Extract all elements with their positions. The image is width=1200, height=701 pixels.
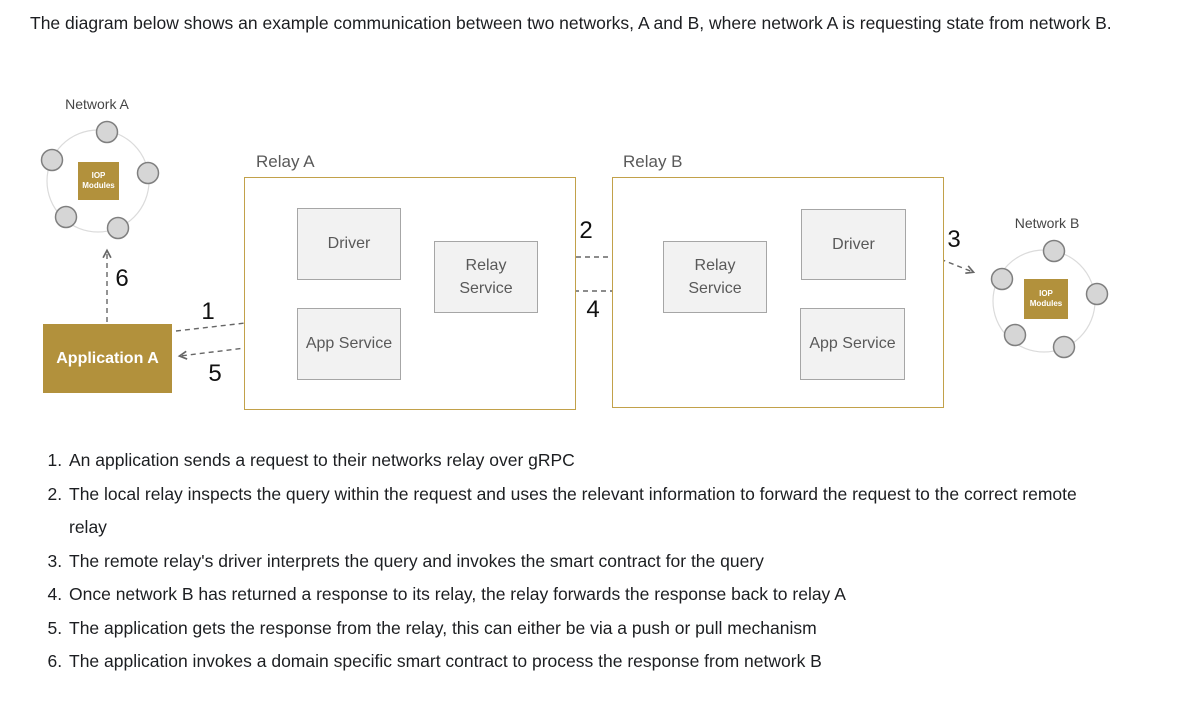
network-b-node — [1003, 323, 1027, 347]
flow-label-1: 1 — [201, 298, 215, 325]
flow-label-5: 5 — [208, 360, 222, 387]
relay-a-label: Relay A — [256, 152, 315, 171]
network-a-node — [40, 148, 64, 172]
relay-b-app-service-box: App Service — [800, 308, 905, 380]
network-a-node — [136, 161, 160, 185]
network-a-node — [54, 205, 78, 229]
network-b-iop-modules-box: IOP Modules — [1024, 279, 1068, 319]
step-4: Once network B has returned a response t… — [67, 578, 1085, 612]
relay-a-app-service-box: App Service — [297, 308, 401, 380]
network-b-label: Network B — [1014, 215, 1080, 231]
relay-b-label: Relay B — [623, 152, 683, 171]
flow-label-2: 2 — [579, 217, 593, 244]
step-6: The application invokes a domain specifi… — [67, 645, 1085, 679]
relay-a-relay-service-box: Relay Service — [434, 241, 538, 313]
flow-label-4: 4 — [586, 296, 600, 323]
network-b-node — [1085, 282, 1109, 306]
relay-b-driver-box: Driver — [801, 209, 906, 280]
step-3: The remote relay's driver interprets the… — [67, 545, 1085, 579]
relay-b-relay-service-box: Relay Service — [663, 241, 767, 313]
step-1: An application sends a request to their … — [67, 444, 1085, 478]
relay-b-container: Relay Service Driver App Service — [612, 177, 944, 408]
application-a-box: Application A — [43, 324, 172, 393]
relay-a-driver-box: Driver — [297, 208, 401, 280]
intro-text: The diagram below shows an example commu… — [30, 13, 1112, 33]
network-a-label: Network A — [65, 96, 129, 112]
steps-list: An application sends a request to their … — [30, 444, 1085, 679]
flow-label-3: 3 — [947, 226, 961, 253]
flow-label-6: 6 — [115, 265, 129, 292]
relay-a-container: Driver Relay Service App Service — [244, 177, 576, 410]
step-2: The local relay inspects the query withi… — [67, 478, 1085, 545]
network-a-iop-modules-box: IOP Modules — [78, 162, 119, 200]
network-b-node — [1042, 239, 1066, 263]
network-b-node — [990, 267, 1014, 291]
network-b-node — [1052, 335, 1076, 359]
network-a-node — [106, 216, 130, 240]
step-5: The application gets the response from t… — [67, 612, 1085, 646]
network-a-node — [95, 120, 119, 144]
